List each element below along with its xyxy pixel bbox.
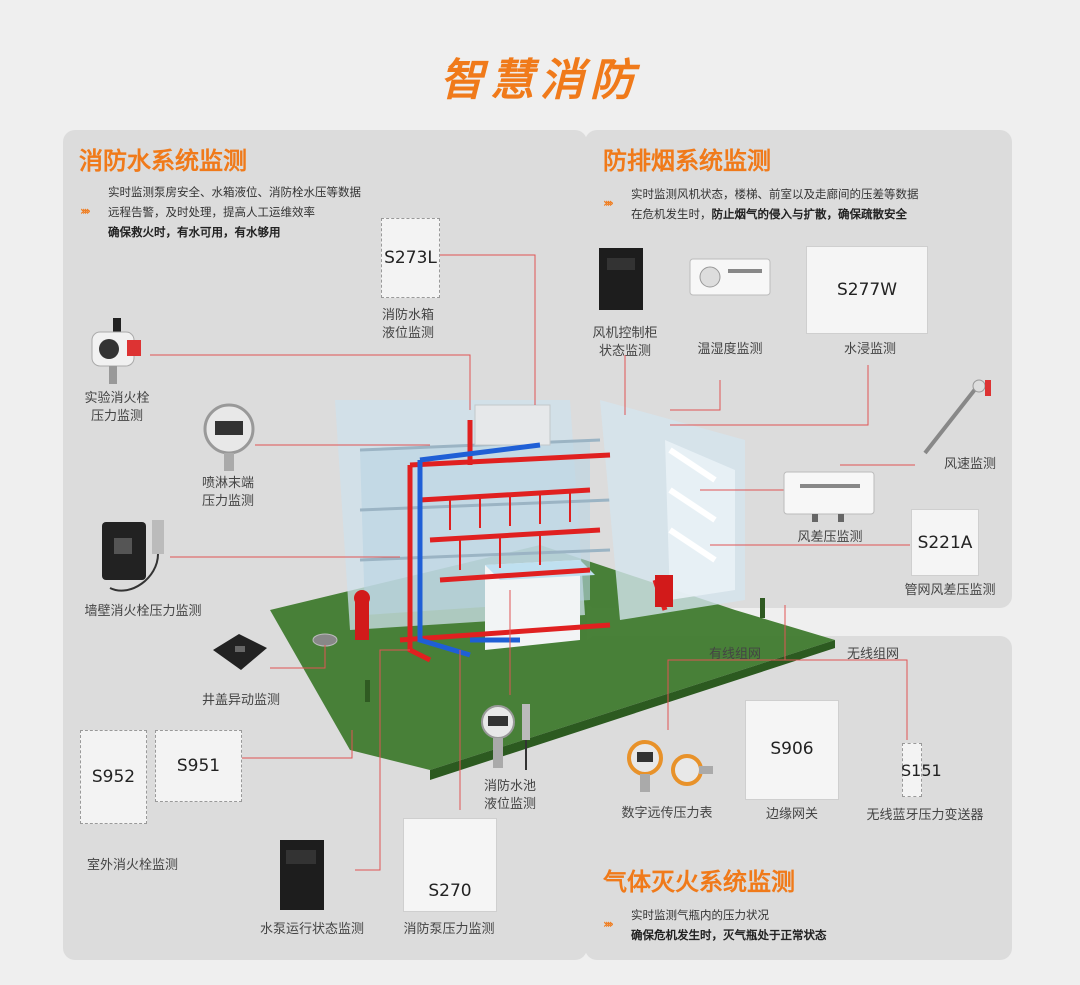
smoke-desc-2b: 防止烟气的侵入与扩散，确保疏散安全 xyxy=(711,207,908,221)
model-box-s952: S952 xyxy=(80,730,147,824)
page-title: 智慧消防 xyxy=(440,55,640,106)
label-pool-1: 消防水池 xyxy=(483,779,536,794)
label-pool-2: 液位监测 xyxy=(483,797,536,812)
label-wall-hydrant: 墙壁消火栓压力监测 xyxy=(84,604,202,619)
model-box-s951: S951 xyxy=(155,730,242,802)
model-box-s221a: S221A xyxy=(911,509,979,576)
label-wireless-network: 无线组网 xyxy=(846,647,899,662)
label-wind-speed: 风速监测 xyxy=(943,457,996,472)
label-tank-1: 消防水箱 xyxy=(381,308,434,323)
smoke-desc-1: 实时监测风机状态，楼梯、前室以及走廊间的压差等数据 xyxy=(631,187,919,201)
label-fan-1: 风机控制柜 xyxy=(592,326,658,341)
label-tank-2: 液位监测 xyxy=(381,326,434,341)
gas-system-title: 气体灭火系统监测 xyxy=(603,868,795,896)
diff-pressure-sensor-icon xyxy=(782,470,878,530)
label-edge-gateway: 边缘网关 xyxy=(765,807,818,822)
label-bt-transmitter: 无线蓝牙压力变送器 xyxy=(866,808,984,823)
wall-hydrant-sensor-icon xyxy=(100,518,180,602)
label-pipe-diff: 管网风差压监测 xyxy=(904,583,996,598)
label-pump-status: 水泵运行状态监测 xyxy=(259,922,364,937)
water-desc-3: 确保救火时，有水可用，有水够用 xyxy=(108,225,281,239)
label-hydrant-test-1: 实验消火栓 xyxy=(84,391,150,406)
label-temp-humidity: 温湿度监测 xyxy=(697,342,763,357)
chevron-icon: ›››› xyxy=(603,196,614,210)
label-hydrant-test-2: 压力监测 xyxy=(90,409,143,424)
model-box-s270: S270 xyxy=(403,818,497,912)
label-wired-network: 有线组网 xyxy=(708,647,761,662)
gas-desc-2: 确保危机发生时，灭气瓶处于正常状态 xyxy=(631,928,827,942)
label-sprinkler-2: 压力监测 xyxy=(201,494,254,509)
manhole-sensor-icon xyxy=(207,630,271,678)
chevron-icon: ›››› xyxy=(603,917,614,931)
smoke-desc-2a: 在危机发生时， xyxy=(631,207,712,221)
label-digital-gauge: 数字远传压力表 xyxy=(621,806,713,821)
wind-speed-sensor-icon xyxy=(915,378,995,462)
label-water-immersion: 水浸监测 xyxy=(843,342,896,357)
pump-cabinet-icon xyxy=(278,838,328,922)
label-fan-2: 状态监测 xyxy=(598,344,651,359)
label-outdoor-hydrant: 室外消火栓监测 xyxy=(86,858,178,873)
water-desc-1: 实时监测泵房安全、水箱液位、消防栓水压等数据 xyxy=(108,185,361,199)
gas-desc-1: 实时监测气瓶内的压力状况 xyxy=(631,908,769,922)
fan-cabinet-icon xyxy=(597,246,647,320)
digital-gauge-icon xyxy=(203,403,255,477)
label-diff-pressure: 风差压监测 xyxy=(797,530,863,545)
model-box-s151: S151 xyxy=(901,743,942,797)
pool-level-gauge-icon xyxy=(478,700,538,779)
chevron-icon: ›››› xyxy=(80,204,91,218)
label-pump-pressure: 消防泵压力监测 xyxy=(403,922,495,937)
label-sprinkler-1: 喷淋末端 xyxy=(201,476,254,491)
model-box-s906: S906 xyxy=(745,700,839,800)
model-box-s273l: S273L xyxy=(381,218,440,298)
smoke-system-title: 防排烟系统监测 xyxy=(603,147,771,175)
temp-humidity-sensor-icon xyxy=(688,253,773,305)
water-desc-2: 远程告警，及时处理，提高人工运维效率 xyxy=(108,205,315,219)
digital-remote-gauge-icon xyxy=(625,738,715,802)
label-manhole: 井盖异动监测 xyxy=(201,693,280,708)
pressure-transmitter-icon xyxy=(87,318,147,392)
model-box-s277w: S277W xyxy=(806,246,928,334)
water-system-title: 消防水系统监测 xyxy=(79,147,247,175)
